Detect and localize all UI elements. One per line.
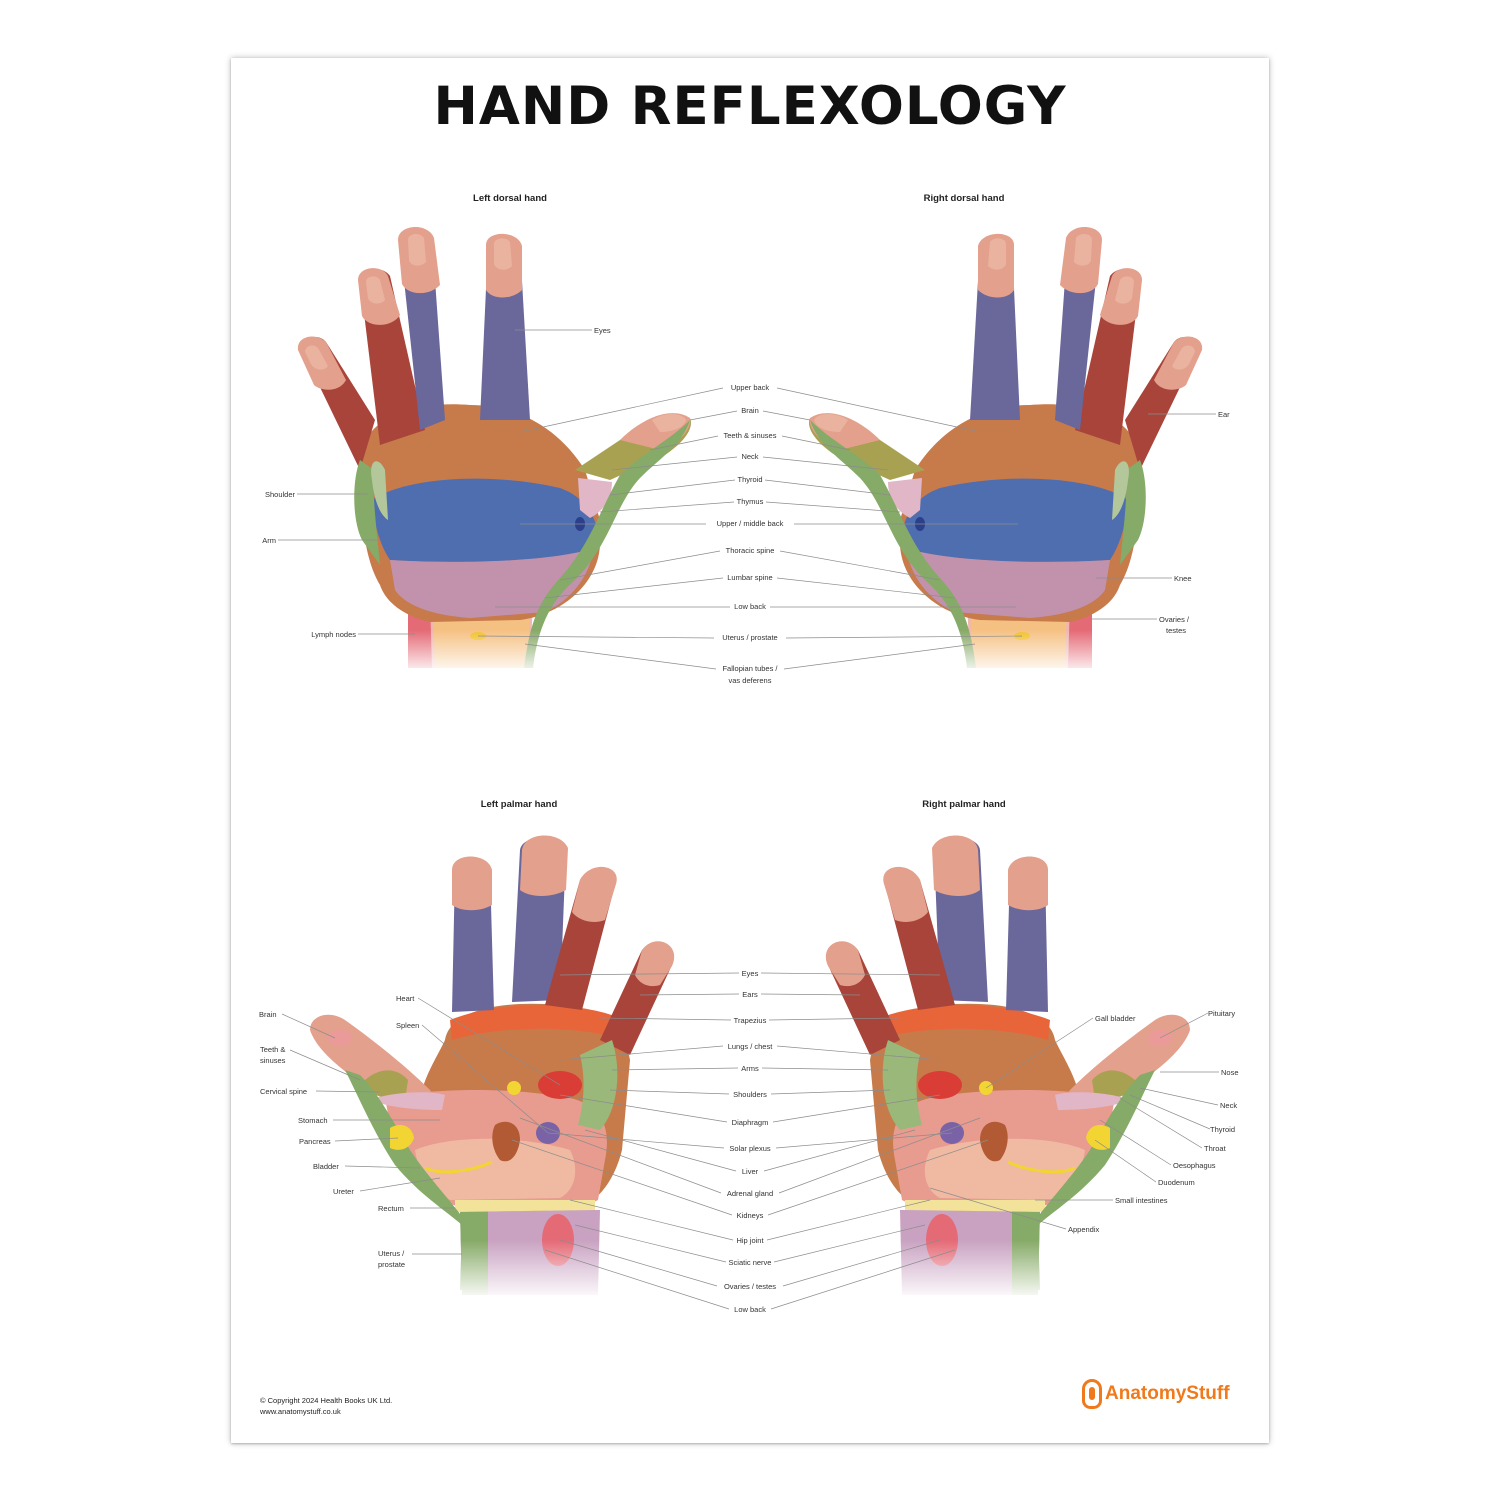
label-cervical-spine: Cervical spine bbox=[260, 1087, 307, 1096]
label-shoulders: Shoulders bbox=[733, 1090, 767, 1099]
label-teeth-sinuses: Teeth & sinuses bbox=[724, 431, 777, 440]
panel-title-left-palmar: Left palmar hand bbox=[480, 799, 558, 810]
label-upper-middle-back: Upper / middle back bbox=[717, 519, 784, 528]
website-link[interactable]: www.anatomystuff.co.uk bbox=[260, 1407, 341, 1416]
label-gall-bladder: Gall bladder bbox=[1095, 1014, 1136, 1023]
label-nose: Nose bbox=[1221, 1068, 1239, 1077]
label-lungs-chest: Lungs / chest bbox=[728, 1042, 774, 1051]
label-low-back-palmar: Low back bbox=[734, 1305, 766, 1314]
label-thymus: Thymus bbox=[737, 497, 764, 506]
copyright-block: © Copyright 2024 Health Books UK Ltd. ww… bbox=[260, 1395, 392, 1417]
label-knee: Knee bbox=[1174, 574, 1192, 583]
label-thoracic-spine: Thoracic spine bbox=[726, 546, 775, 555]
poster-sheet bbox=[231, 58, 1269, 1443]
label-testes: testes bbox=[1166, 626, 1186, 635]
label-ovaries: Ovaries / bbox=[1159, 615, 1190, 624]
label-sinuses: sinuses bbox=[260, 1056, 286, 1065]
label-ovaries-testes: Ovaries / testes bbox=[724, 1282, 776, 1291]
label-lumbar-spine: Lumbar spine bbox=[727, 573, 772, 582]
label-small-intestines: Small intestines bbox=[1115, 1196, 1168, 1205]
label-pancreas: Pancreas bbox=[299, 1137, 331, 1146]
panel-title-right-dorsal: Right dorsal hand bbox=[923, 193, 1005, 204]
label-heart: Heart bbox=[396, 994, 415, 1003]
label-sciatic-nerve: Sciatic nerve bbox=[729, 1258, 772, 1267]
label-rectum: Rectum bbox=[378, 1204, 404, 1213]
label-upper-back: Upper back bbox=[731, 383, 770, 392]
label-ureter: Ureter bbox=[333, 1187, 354, 1196]
label-uterus-prostate: Uterus / prostate bbox=[722, 633, 777, 642]
leader-lines bbox=[278, 329, 1219, 1310]
label-neck: Neck bbox=[741, 452, 758, 461]
label-duodenum: Duodenum bbox=[1158, 1178, 1195, 1187]
label-prostate: prostate bbox=[378, 1260, 405, 1269]
brand-logo: AnatomyStuff bbox=[1082, 1377, 1230, 1411]
labels: Upper back Brain Teeth & sinuses Neck Th… bbox=[259, 326, 1239, 1314]
panel-title-left-dorsal: Left dorsal hand bbox=[473, 193, 547, 204]
label-fallopian-tubes: Fallopian tubes / bbox=[722, 664, 778, 673]
label-shoulder: Shoulder bbox=[265, 490, 296, 499]
label-neck-palmar: Neck bbox=[1220, 1101, 1237, 1110]
label-thyroid-palmar: Thyroid bbox=[1210, 1125, 1235, 1134]
copyright-text: © Copyright 2024 Health Books UK Ltd. bbox=[260, 1396, 393, 1405]
label-eyes-dorsal: Eyes bbox=[594, 326, 611, 335]
label-oesophagus: Oesophagus bbox=[1173, 1161, 1216, 1170]
anatomystuff-logo-icon bbox=[1082, 1379, 1102, 1409]
label-arm: Arm bbox=[262, 536, 276, 545]
brand-name: AnatomyStuff bbox=[1105, 1383, 1230, 1404]
panel-title-right-palmar: Right palmar hand bbox=[922, 799, 1006, 810]
label-kidneys: Kidneys bbox=[737, 1211, 764, 1220]
label-ear: Ear bbox=[1218, 410, 1230, 419]
label-eyes-palmar: Eyes bbox=[742, 969, 759, 978]
label-diaphragm: Diaphragm bbox=[732, 1118, 769, 1127]
label-pituitary: Pituitary bbox=[1208, 1009, 1235, 1018]
label-spleen: Spleen bbox=[396, 1021, 419, 1030]
label-adrenal-gland: Adrenal gland bbox=[727, 1189, 773, 1198]
label-brain-palmar: Brain bbox=[259, 1010, 277, 1019]
label-ears: Ears bbox=[742, 990, 758, 999]
label-teeth: Teeth & bbox=[260, 1045, 285, 1054]
label-throat: Throat bbox=[1204, 1144, 1227, 1153]
poster-title: HAND REFLEXOLOGY bbox=[433, 76, 1067, 137]
label-lymph-nodes: Lymph nodes bbox=[311, 630, 356, 639]
label-hip-joint: Hip joint bbox=[736, 1236, 764, 1245]
label-arms: Arms bbox=[741, 1064, 759, 1073]
label-bladder: Bladder bbox=[313, 1162, 339, 1171]
label-low-back: Low back bbox=[734, 602, 766, 611]
label-vas-deferens: vas deferens bbox=[729, 676, 772, 685]
label-stomach: Stomach bbox=[298, 1116, 328, 1125]
label-appendix: Appendix bbox=[1068, 1225, 1100, 1234]
label-liver: Liver bbox=[742, 1167, 759, 1176]
label-brain: Brain bbox=[741, 406, 759, 415]
label-trapezius: Trapezius bbox=[734, 1016, 767, 1025]
label-solar-plexus: Solar plexus bbox=[729, 1144, 771, 1153]
label-uterus: Uterus / bbox=[378, 1249, 405, 1258]
label-thyroid: Thyroid bbox=[737, 475, 762, 484]
